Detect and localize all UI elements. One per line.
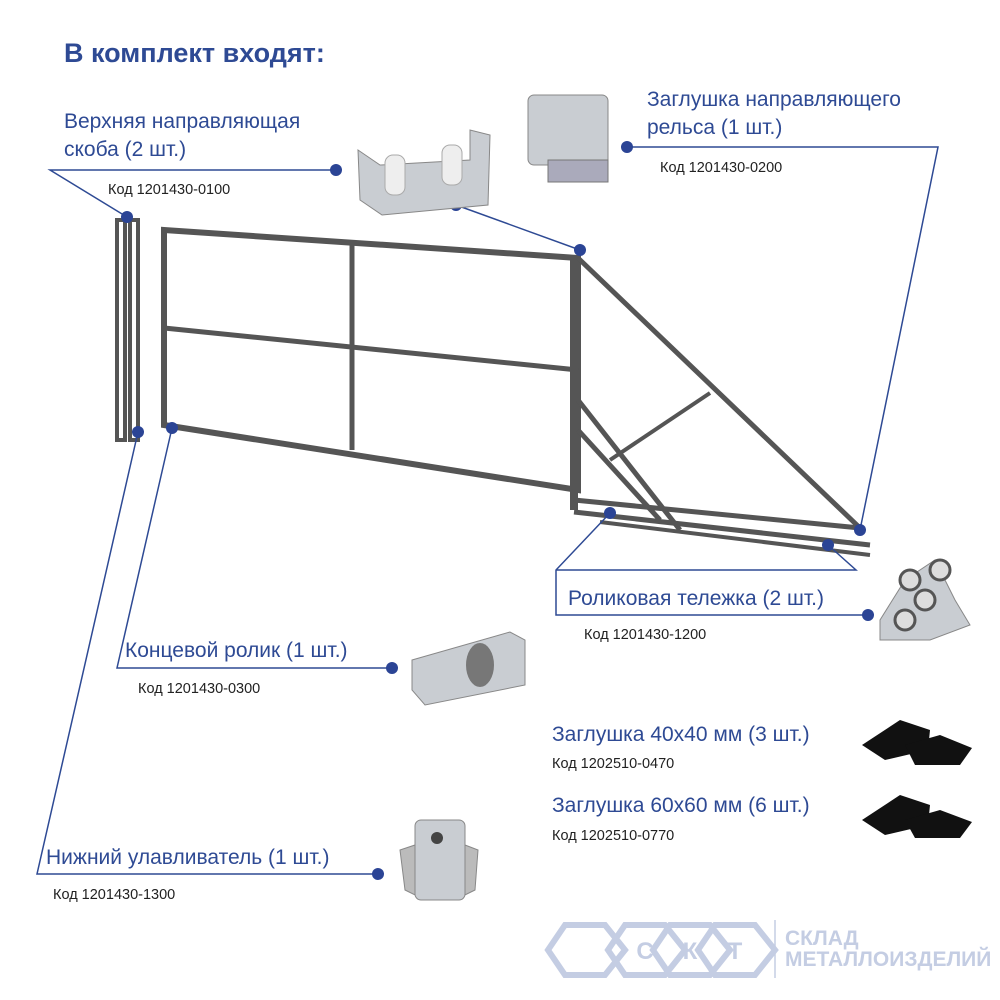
- item-roller-carriage-code: Код 1201430-1200: [584, 627, 707, 643]
- item-lower-catcher-code: Код 1201430-1300: [53, 887, 176, 903]
- rail-cap-image: [527, 94, 609, 183]
- item-rail-cap-code: Код 1201430-0200: [660, 160, 783, 176]
- item-cap-40-code: Код 1202510-0470: [552, 756, 675, 772]
- item-cap-60-code: Код 1202510-0770: [552, 828, 675, 844]
- item-lower-catcher-label: Нижний улавливатель (1 шт.): [46, 846, 330, 869]
- upper-bracket-image: [357, 129, 491, 216]
- skmt-logo: [544, 920, 779, 978]
- item-cap-60-label: Заглушка 60x60 мм (6 шт.): [552, 794, 810, 817]
- logo-letter: С: [636, 938, 653, 965]
- gate-frame: [115, 218, 871, 557]
- item-end-roller-label: Концевой ролик (1 шт.): [125, 639, 348, 662]
- marker-dots: [121, 141, 874, 880]
- lower-catcher-image: [399, 819, 479, 901]
- end-roller-image: [411, 631, 526, 706]
- item-end-roller-code: Код 1201430-0300: [138, 681, 261, 697]
- leader-lines: [36, 146, 939, 875]
- page-title: В комплект входят:: [64, 38, 325, 68]
- logo-letter: Т: [728, 938, 743, 965]
- end-caps-image: [862, 720, 972, 838]
- roller-carriage-image: [879, 558, 971, 641]
- item-upper-bracket-code: Код 1201430-0100: [108, 182, 231, 198]
- logo-letter: К: [683, 938, 698, 965]
- item-roller-carriage-label: Роликовая тележка (2 шт.): [568, 587, 824, 610]
- item-cap-40-label: Заглушка 40x40 мм (3 шт.): [552, 723, 810, 746]
